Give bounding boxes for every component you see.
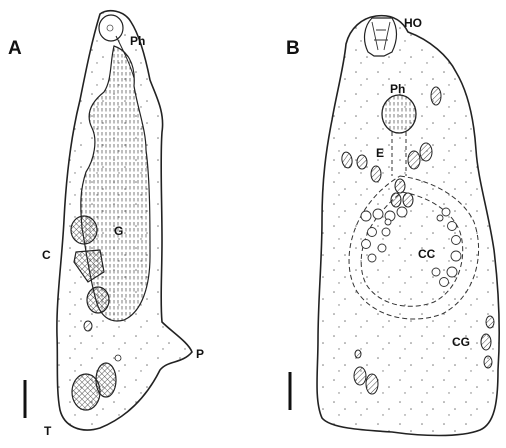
panel-a: A Ph G C P T [8, 11, 204, 438]
panel-a-label-c: C [42, 248, 51, 262]
panel-b-label-ph: Ph [390, 82, 405, 96]
panel-a-label-ph: Ph [130, 34, 145, 48]
panel-b-label-cg: CG [452, 335, 470, 349]
panel-a-label-p: P [196, 347, 204, 361]
panel-b-label-e: E [376, 146, 384, 160]
panel-a-cell [115, 355, 121, 361]
panel-b-label-ho: HO [404, 16, 422, 30]
panel-b-label-cc: CC [418, 247, 436, 261]
panel-a-cell [87, 287, 109, 313]
panel-b: B [286, 16, 499, 436]
panel-a-letter: A [8, 38, 22, 59]
panel-a-pharynx-circle [99, 15, 123, 41]
panel-a-cell [84, 321, 92, 331]
panel-b-holdfast [365, 18, 397, 56]
panel-b-body-outline [317, 16, 499, 436]
panel-a-label-g: G [114, 224, 123, 238]
panel-a-cell [96, 363, 116, 397]
panel-b-letter: B [286, 38, 300, 59]
panel-a-cell [71, 216, 97, 244]
panel-a-label-t: T [44, 424, 52, 438]
panel-b-pharynx [382, 95, 416, 133]
